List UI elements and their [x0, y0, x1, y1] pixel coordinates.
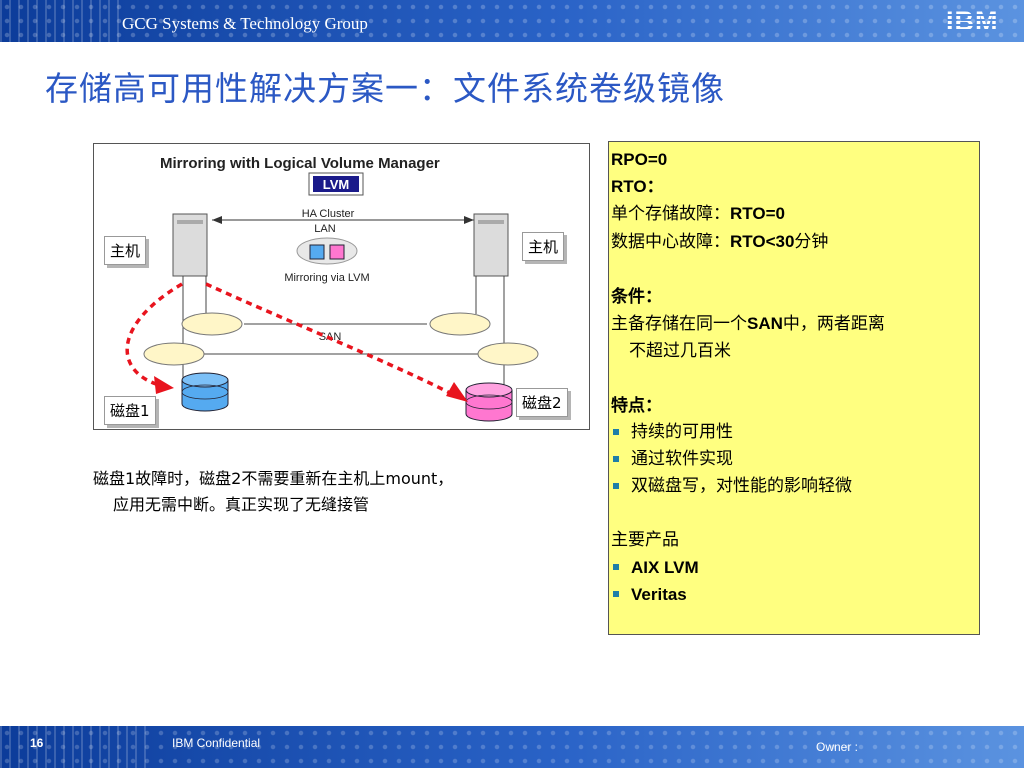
spacer: [611, 365, 977, 392]
datacenter-failure: 数据中心故障：RTO<30分钟: [611, 228, 977, 256]
header-org-name: GCG Systems & Technology Group: [122, 14, 368, 33]
dc-failure-unit: 分钟: [794, 232, 829, 252]
lvm-mirroring-diagram: Mirroring with Logical Volume Manager LV…: [93, 143, 590, 430]
confidential-label: IBM Confidential: [172, 736, 261, 750]
diagram-graphic: Mirroring with Logical Volume Manager LV…: [125, 155, 539, 422]
arrow-head-left: [212, 216, 222, 224]
disk2-ring: [465, 394, 513, 410]
failover-path-disk1: [125, 282, 183, 386]
single-storage-failure: 单个存储故障：RTO=0: [611, 200, 977, 228]
caption-line-1: 磁盘1故障时，磁盘2不需要重新在主机上mount，: [93, 469, 454, 488]
disk1-body: [181, 380, 229, 412]
spacer: [611, 500, 977, 527]
page-title: 存储高可用性解决方案一：文件系统卷级镜像: [45, 69, 725, 108]
single-failure-label: 单个存储故障：: [611, 204, 730, 224]
footer-dot-pattern: [0, 726, 1024, 768]
footer-stripe-pattern: [0, 726, 150, 768]
host-right-label: 主机: [522, 232, 565, 261]
disk2-body: [465, 390, 513, 422]
single-failure-value: RTO=0: [730, 204, 785, 223]
mini-disk-pink: [329, 244, 345, 260]
disk2-label: 磁盘2: [516, 388, 568, 417]
failover-arrow-disk2: [446, 382, 468, 402]
server-right-slot: [478, 220, 504, 224]
caption-line-2: 应用无需中断。真正实现了无缝接管: [113, 495, 370, 514]
switch-right-top: [429, 312, 491, 336]
rto-heading: RTO：: [611, 177, 664, 196]
lan-label: LAN: [314, 223, 335, 235]
lan-cloud: [296, 237, 358, 265]
switch-right-bottom: [477, 342, 539, 366]
lvm-badge-bg: [313, 176, 359, 192]
feature-item: 持续的可用性: [611, 419, 977, 446]
server-left: [172, 213, 208, 277]
dc-failure-label: 数据中心故障：: [611, 232, 730, 252]
lvm-badge: LVM: [323, 177, 349, 192]
ibm-logo: IBM: [946, 6, 999, 36]
owner-label: Owner :: [816, 740, 859, 754]
spacer: [611, 256, 977, 283]
switch-left-top: [181, 312, 243, 336]
feature-item: 通过软件实现: [611, 446, 977, 473]
ha-cluster-label: HA Cluster: [302, 208, 355, 220]
disk1-ring: [181, 384, 229, 400]
server-left-slot: [177, 220, 203, 224]
condition-line-1: 主备存储在同一个SAN中，两者距离: [611, 310, 977, 338]
products-heading: 主要产品: [611, 530, 679, 550]
condition-part-a: 主备存储在同一个: [611, 314, 747, 334]
server-right: [473, 213, 509, 277]
switch-left-bottom: [143, 342, 205, 366]
header-stripe-pattern: [0, 0, 120, 42]
page-number: 16: [30, 736, 44, 750]
caption: 磁盘1故障时，磁盘2不需要重新在主机上mount， 应用无需中断。真正实现了无缝…: [93, 466, 593, 518]
condition-line-2: 不超过几百米: [629, 341, 731, 361]
failover-arrow-disk1: [154, 376, 174, 394]
header-band: GCG Systems & Technology Group IBM: [0, 0, 1024, 42]
feature-item: 双磁盘写，对性能的影响轻微: [611, 473, 977, 500]
condition-part-c: 中，两者距离: [782, 314, 885, 334]
failover-path-disk2: [205, 282, 457, 398]
dc-failure-value: RTO<30: [730, 232, 795, 251]
mirroring-label: Mirroring via LVM: [284, 272, 369, 284]
disk1-top: [181, 372, 229, 388]
product-item: AIX LVM: [611, 554, 977, 581]
condition-san: SAN: [747, 314, 783, 333]
host-left-label: 主机: [104, 236, 147, 265]
arrow-head-right: [464, 216, 474, 224]
disk1-label: 磁盘1: [104, 396, 156, 425]
disk2-top: [465, 382, 513, 398]
rpo-value: RPO=0: [611, 150, 668, 169]
info-panel: RPO=0 RTO： 单个存储故障：RTO=0 数据中心故障：RTO<30分钟 …: [608, 141, 980, 635]
header-dot-pattern: [0, 0, 1024, 42]
diagram-title: Mirroring with Logical Volume Manager: [160, 155, 440, 172]
conditions-heading: 条件：: [611, 287, 662, 306]
footer-band: 16 IBM Confidential Owner :: [0, 726, 1024, 768]
mini-disk-blue: [309, 244, 325, 260]
product-item: Veritas: [611, 581, 977, 608]
features-heading: 特点：: [611, 396, 662, 415]
